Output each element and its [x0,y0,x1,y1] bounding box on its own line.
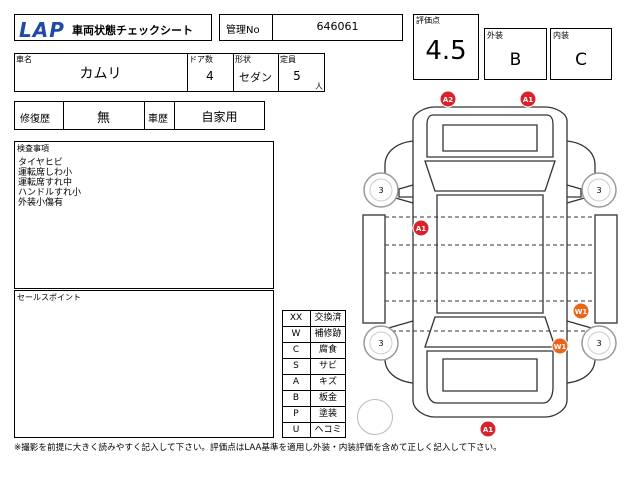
svg-text:A1: A1 [483,426,493,434]
capacity-label: 定員 [280,55,296,64]
legend-meaning: 補修跡 [314,329,342,339]
tire-marker: 3 [378,186,383,195]
title-box [14,14,212,41]
stamp-circle [357,399,393,435]
car-outline [362,106,618,418]
management-number: 646061 [316,20,359,33]
inspection-notes: タイヤヒビ 運転席しわ小 運転席すれ中 ハンドルすれ小 外装小傷有 [18,158,81,208]
svg-text:A2: A2 [443,96,453,104]
sheet-title: 車両状態チェックシート [72,24,193,37]
door-lines [385,216,595,332]
score-value: 4.5 [425,36,467,66]
interior-box [550,28,612,80]
legend-meaning: キズ [318,377,337,387]
body-type-label: 形状 [235,55,251,64]
legend-code: W [291,329,301,339]
inspection-note: 運転席すれ中 [18,178,73,188]
damage-marker: W1 [551,337,569,355]
svg-text:A1: A1 [416,225,426,233]
legend-meaning: 腐食 [318,345,337,355]
tire-rear-right: 3 [581,325,617,361]
svg-text:A1: A1 [523,96,533,104]
damage-marker: W1 [572,302,590,320]
exterior-box [484,28,547,80]
damage-marker: A1 [519,90,537,108]
legend-meaning: 板金 [318,393,337,403]
doors-label: ドア数 [189,55,213,64]
tire-front-left: 3 [363,172,399,208]
legend-code: S [293,361,299,371]
legend-meaning: 交換済 [314,313,342,323]
legend-code: A [292,377,300,387]
exterior-value: B [509,50,522,70]
capacity-value: 5 [293,69,301,83]
history-row [14,101,265,130]
car-damage-diagram: 3 3 3 3 A2 A1 A1 W1 W1 A1 [362,90,618,438]
car-name-value: カムリ [79,66,122,82]
vehicle-info-row [14,53,325,92]
tire-marker: 3 [378,339,383,348]
legend-code: P [293,409,299,419]
repair-history-label: 修復歴 [20,114,50,125]
management-box [219,14,403,41]
inspection-note: 外装小傷有 [18,198,64,208]
legend-code: XX [289,313,303,323]
inspection-note: ハンドルすれ小 [18,188,82,198]
legend-code: C [292,345,300,355]
svg-text:W1: W1 [554,343,567,351]
car-name-label: 車名 [16,55,32,64]
repair-history-value: 無 [96,111,110,126]
interior-value: C [575,50,587,70]
inspection-note: 運転席しわ小 [18,168,73,178]
damage-marker: A1 [479,420,497,438]
legend-code: B [292,393,300,403]
inspection-note: タイヤヒビ [18,158,63,168]
tire-marker: 3 [596,339,601,348]
usage-history-value: 自家用 [201,110,238,124]
capacity-unit: 人 [315,82,323,91]
legend-meaning: 塗装 [318,409,337,419]
interior-label: 内装 [553,31,569,40]
damage-marker: A1 [412,219,430,237]
footer-note: ※撮影を前提に大きく読みやすく記入して下さい。評価点はLAA基準を適用し外装・内… [14,443,502,453]
legend-meaning: サビ [318,361,337,371]
usage-history-label: 車歴 [148,114,168,125]
tire-front-right: 3 [581,172,617,208]
tire-marker: 3 [596,186,601,195]
score-box [413,14,479,80]
legend-code: U [292,425,300,435]
score-label: 評価点 [416,16,440,25]
inspection-label: 検査事項 [17,144,49,153]
inspection-box [14,141,274,289]
exterior-label: 外装 [487,31,503,40]
doors-value: 4 [206,69,214,83]
body-type-value: セダン [239,71,272,84]
lap-logo: LAP [19,18,65,42]
damage-marker: A2 [439,90,457,108]
svg-text:W1: W1 [575,308,588,316]
management-label: 管理No [226,25,260,36]
tire-rear-left: 3 [363,325,399,361]
sales-points-box [14,290,274,438]
legend-meaning: ヘコミ [314,425,342,435]
sales-points-label: セールスポイント [17,293,81,302]
